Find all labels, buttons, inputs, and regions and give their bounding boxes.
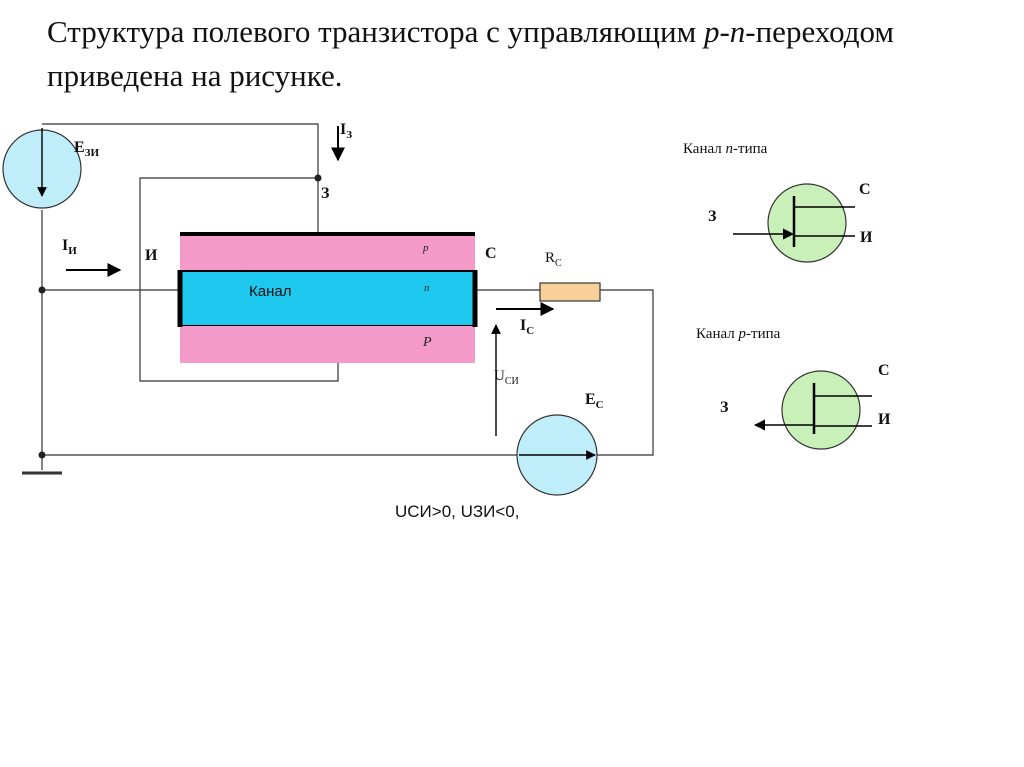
- slide-title: Структура полевого транзистора с управля…: [47, 10, 1024, 98]
- symbol-p-drain-label: С: [878, 362, 890, 379]
- circuit-wires: [41, 123, 654, 470]
- symbol-n-drain-label: С: [859, 181, 871, 198]
- n-channel: [179, 270, 476, 327]
- channel-label: Канал: [249, 283, 291, 300]
- ground-junction-dot: [38, 451, 46, 459]
- drain-current-label: IС: [520, 317, 534, 337]
- gate-current-label: IЗ: [340, 121, 352, 141]
- drain-resistor: [539, 282, 601, 302]
- symbol-n-caption: Канал n-типа: [683, 141, 768, 157]
- bias-condition-text: UСИ>0, UЗИ<0,: [395, 502, 520, 521]
- symbol-p-caption: Канал p-типа: [696, 326, 781, 342]
- gate-loop-wire: [139, 177, 339, 382]
- p-layer-top: [180, 235, 475, 271]
- drain-return-wire: [597, 289, 654, 456]
- p-bottom-label: P: [422, 335, 432, 350]
- symbol-p-circle: [781, 370, 861, 450]
- gate-supply-wire: [42, 123, 319, 178]
- p-layer-bottom: [180, 326, 475, 363]
- symbol-p-source-label: И: [878, 411, 891, 428]
- title-line-1: Структура полевого транзистора с управля…: [47, 14, 895, 49]
- symbol-n-gate-label: З: [708, 208, 717, 225]
- symbol-n-circle: [767, 183, 847, 263]
- voltage-ds-label: UСИ: [494, 368, 519, 387]
- drain-emf-label: EС: [585, 391, 604, 411]
- n-layer-label: n: [424, 282, 430, 294]
- gate-source-emf-label: EЗИ: [74, 139, 99, 159]
- symbol-n-source-label: И: [860, 229, 873, 246]
- symbol-p-gate-label: З: [720, 399, 729, 416]
- source-current-label: IИ: [62, 237, 77, 257]
- source-terminal-label: И: [145, 247, 158, 264]
- title-line-2: приведена на рисунке.: [47, 58, 343, 93]
- drain-terminal-label: С: [485, 245, 497, 262]
- p-top-label: p: [422, 242, 429, 254]
- gate-junction-dot: [314, 174, 322, 182]
- gate-terminal-label: З: [321, 185, 330, 202]
- resistor-label: RС: [545, 250, 562, 269]
- source-junction-dot: [38, 286, 46, 294]
